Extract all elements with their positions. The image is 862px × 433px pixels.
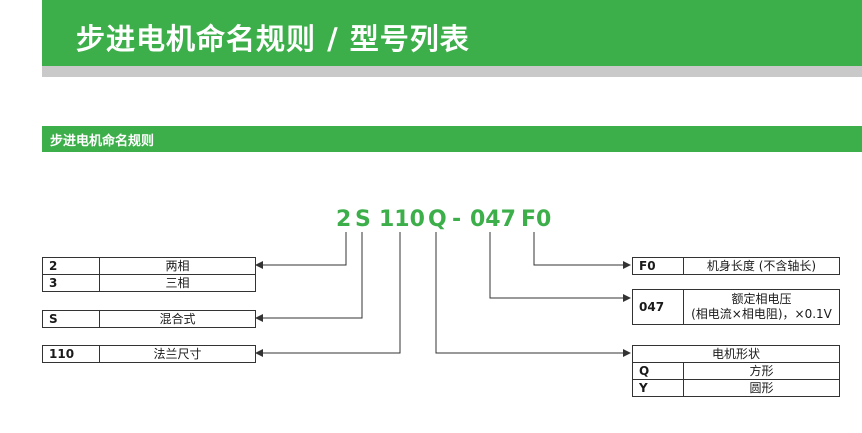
- phase-table: 2 两相 3 三相: [42, 257, 256, 292]
- shape-code: Y: [632, 379, 684, 397]
- shape-table: 电机形状 Q 方形 Y 圆形: [632, 345, 840, 397]
- model-code-type: S: [355, 207, 371, 232]
- table-row: Y 圆形: [632, 379, 840, 397]
- section-bar: [42, 126, 862, 152]
- voltage-desc: 额定相电压 (相电流×相电阻)，×0.1V: [683, 289, 840, 325]
- phase-code: 3: [42, 274, 100, 292]
- voltage-table: 047 额定相电压 (相电流×相电阻)，×0.1V: [632, 289, 840, 325]
- arrowhead-type: [255, 314, 263, 322]
- connector-voltage: [489, 232, 624, 299]
- flange-code: 110: [42, 345, 100, 363]
- table-row: S 混合式: [42, 310, 256, 328]
- model-code-shape: Q: [428, 207, 447, 232]
- arrowhead-voltage: [623, 294, 631, 302]
- header-shadow: [42, 66, 862, 77]
- connector-flange: [262, 232, 401, 354]
- model-code-flange: 110: [379, 207, 425, 232]
- length-table: F0 机身长度 (不含轴长): [632, 257, 840, 275]
- phase-desc: 两相: [99, 257, 256, 275]
- connector-phase: [262, 232, 347, 266]
- table-row: 047 额定相电压 (相电流×相电阻)，×0.1V: [632, 289, 840, 325]
- shape-desc: 圆形: [683, 379, 840, 397]
- connector-type: [262, 232, 363, 319]
- flange-table: 110 法兰尺寸: [42, 345, 256, 363]
- voltage-desc-line1: 额定相电压: [731, 292, 792, 306]
- phase-desc: 三相: [99, 274, 256, 292]
- header-band: [42, 0, 862, 66]
- connector-length: [533, 232, 624, 266]
- shape-title: 电机形状: [632, 345, 840, 363]
- type-table: S 混合式: [42, 310, 256, 328]
- arrowhead-phase: [255, 261, 263, 269]
- table-row: 110 法兰尺寸: [42, 345, 256, 363]
- arrowhead-length: [623, 261, 631, 269]
- connector-shape: [435, 232, 624, 354]
- model-code-phase: 2: [336, 207, 352, 232]
- type-code: S: [42, 310, 100, 328]
- shape-code: Q: [632, 362, 684, 380]
- type-desc: 混合式: [99, 310, 256, 328]
- table-row: 2 两相: [42, 257, 256, 275]
- section-title: 步进电机命名规则: [50, 134, 155, 149]
- voltage-desc-line2: (相电流×相电阻)，×0.1V: [691, 307, 832, 321]
- flange-desc: 法兰尺寸: [99, 345, 256, 363]
- table-row: 3 三相: [42, 274, 256, 292]
- page-title: 步进电机命名规则 / 型号列表: [76, 22, 470, 56]
- length-desc: 机身长度 (不含轴长): [683, 257, 840, 275]
- voltage-code: 047: [632, 289, 684, 325]
- model-code-length: F0: [521, 207, 552, 232]
- phase-code: 2: [42, 257, 100, 275]
- arrowhead-flange: [255, 349, 263, 357]
- table-row: F0 机身长度 (不含轴长): [632, 257, 840, 275]
- model-code-dash: -: [452, 207, 462, 232]
- table-row: Q 方形: [632, 362, 840, 380]
- length-code: F0: [632, 257, 684, 275]
- model-code-voltage: 047: [470, 207, 516, 232]
- table-row: 电机形状: [632, 345, 840, 363]
- shape-desc: 方形: [683, 362, 840, 380]
- arrowhead-shape: [623, 349, 631, 357]
